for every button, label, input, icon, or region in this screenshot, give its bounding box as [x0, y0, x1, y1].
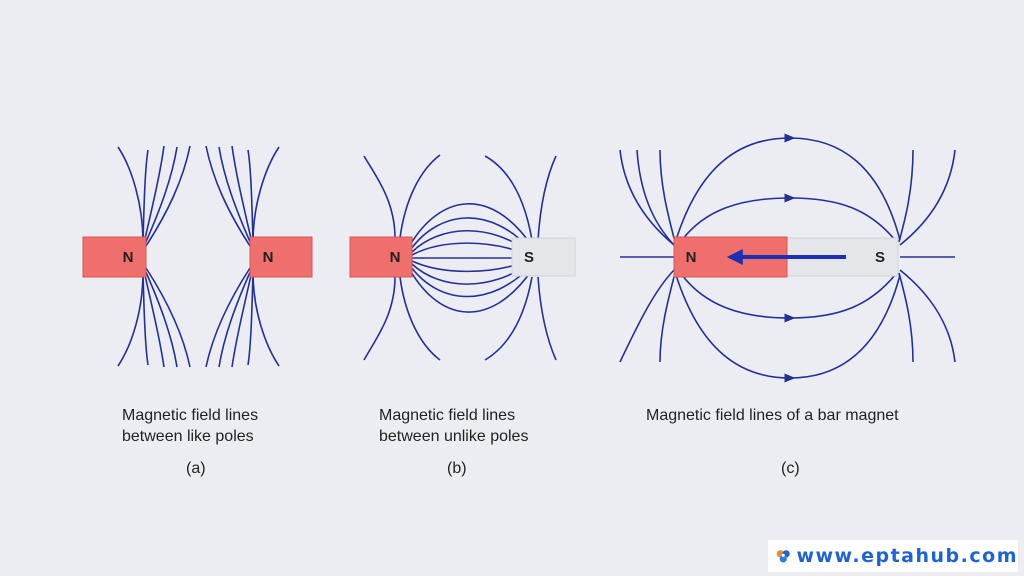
panel-a-caption-line2: between like poles	[122, 428, 254, 445]
panel-a-label: (a)	[186, 460, 206, 477]
panel-b-right-pole-label: S	[524, 249, 534, 266]
panel-c-caption: Magnetic field lines of a bar magnet	[646, 405, 899, 426]
panel-b: N S	[349, 154, 576, 361]
panel-b-caption: Magnetic field lines between unlike pole…	[379, 405, 528, 447]
panel-b-caption-line1: Magnetic field lines	[379, 407, 516, 424]
panel-c-field-lines	[619, 133, 956, 383]
panel-b-caption-line2: between unlike poles	[379, 428, 529, 445]
panel-a-caption-line1: Magnetic field lines	[122, 407, 259, 424]
panel-c-caption-line1: Magnetic field lines of a bar magnet	[646, 407, 899, 424]
panel-c: N S	[619, 133, 956, 383]
eptahub-logo-icon	[776, 550, 790, 563]
panel-c-left-pole-label: N	[686, 249, 697, 266]
panel-a-right-pole-label: N	[263, 249, 274, 266]
panel-a-left-pole-label: N	[123, 249, 134, 266]
panel-a-caption: Magnetic field lines between like poles	[122, 405, 258, 447]
panel-a-north-magnet-right	[249, 236, 313, 278]
panel-a: N N	[82, 145, 313, 368]
panel-c-right-pole-label: S	[875, 249, 885, 266]
panel-a-field-lines	[117, 145, 280, 368]
panel-b-south-magnet	[511, 237, 576, 277]
watermark: www.eptahub.com	[768, 540, 1018, 572]
panel-c-label: (c)	[781, 460, 800, 477]
watermark-text: www.eptahub.com	[796, 545, 1018, 567]
panel-a-north-magnet-left	[82, 236, 147, 278]
panel-b-north-magnet	[349, 236, 413, 278]
panel-b-label: (b)	[447, 460, 467, 477]
panel-b-left-pole-label: N	[390, 249, 401, 266]
